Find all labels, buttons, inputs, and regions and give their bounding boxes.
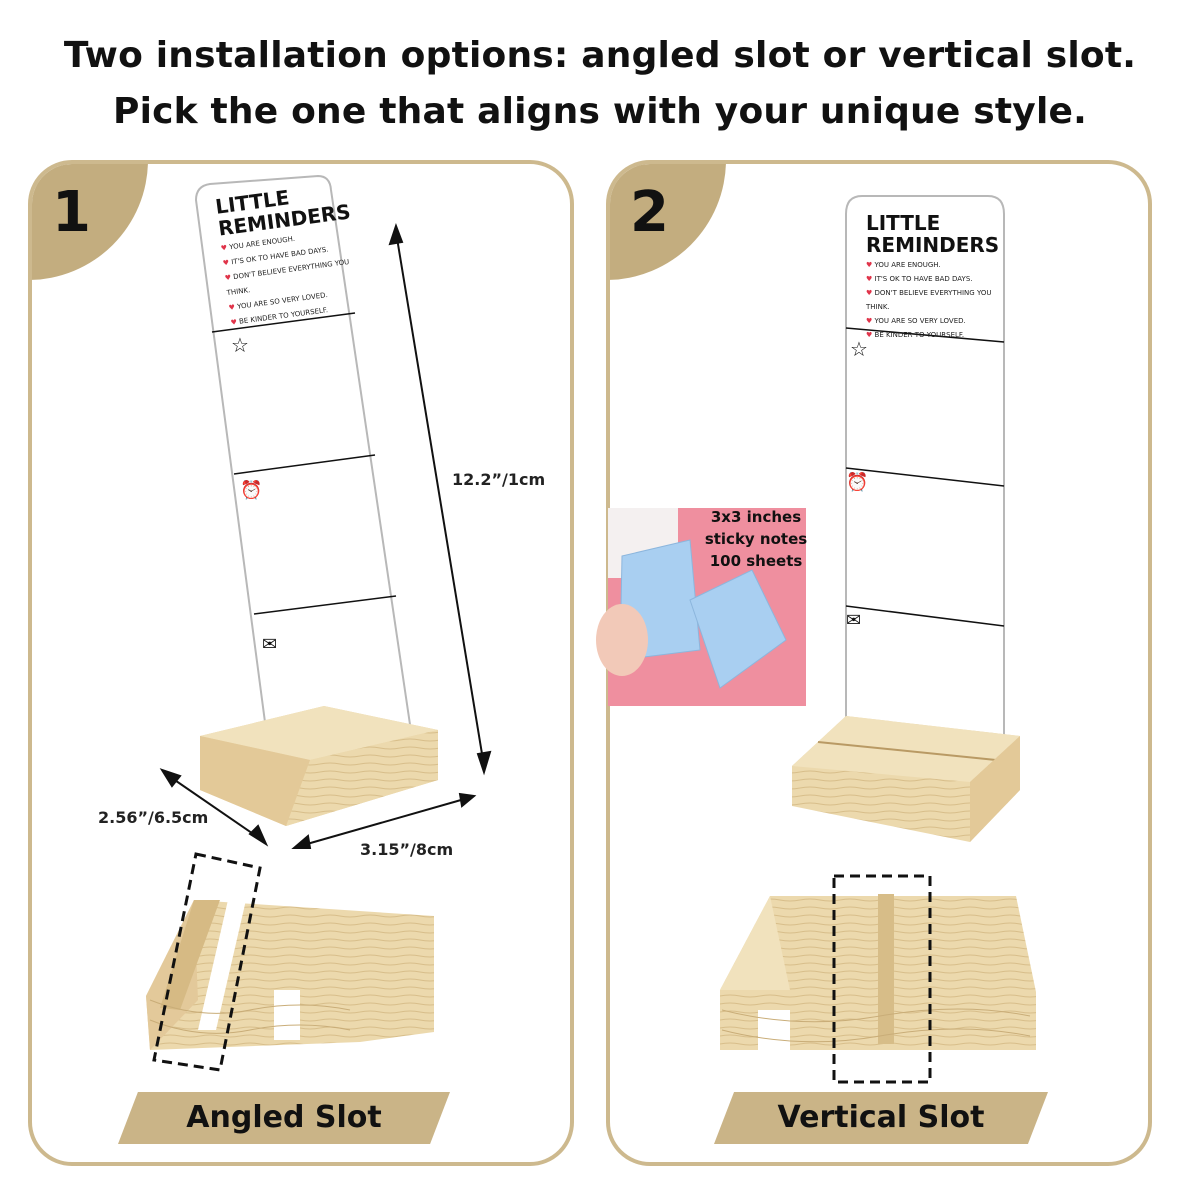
sign-title-line-1: LITTLE <box>866 211 941 235</box>
reminder-item: ♥ YOU ARE ENOUGH. <box>866 261 941 269</box>
sign-title: LITTLE REMINDERS <box>866 212 1000 256</box>
vertical-sign: ☆ ⏰ ✉ <box>845 195 1005 747</box>
reminder-item: ♥ IT'S OK TO HAVE BAD DAYS. <box>866 275 973 283</box>
divider-line <box>845 467 1005 487</box>
divider-line <box>233 454 376 475</box>
banner-label: Vertical Slot <box>777 1100 985 1135</box>
headline: Two installation options: angled slot or… <box>0 28 1200 140</box>
option-number: 2 <box>630 180 669 245</box>
angled-sign: ☆ ⏰ ✉ <box>194 174 414 762</box>
vertical-slot-closeup <box>720 874 1036 1084</box>
headline-line-1: Two installation options: angled slot or… <box>63 35 1137 76</box>
star-icon: ☆ <box>850 337 868 361</box>
width-dimension-label: 3.15”/8cm <box>360 840 454 859</box>
divider-line <box>211 312 356 333</box>
wood-base-vertical <box>792 716 1020 842</box>
banner-label: Angled Slot <box>186 1100 382 1135</box>
vertical-slot-highlight <box>832 874 932 1084</box>
sticky-notes-label: 3x3 inches sticky notes 100 sheets <box>704 506 808 572</box>
sign-text-vertical: LITTLE REMINDERS ♥ YOU ARE ENOUGH. ♥ IT'… <box>866 212 1000 342</box>
depth-dimension-label: 2.56”/6.5cm <box>98 808 209 827</box>
alarm-clock-icon: ⏰ <box>240 479 262 501</box>
reminder-list: ♥ YOU ARE ENOUGH. ♥ IT'S OK TO HAVE BAD … <box>866 258 1000 342</box>
reminder-item: ♥ BE KINDER TO YOURSELF. <box>866 331 965 339</box>
divider-line <box>845 327 1005 343</box>
headline-line-2: Pick the one that aligns with your uniqu… <box>112 91 1087 132</box>
sticky-notes-photo <box>596 508 806 706</box>
angled-slot-closeup <box>146 852 434 1072</box>
reminder-item: ♥ YOU ARE SO VERY LOVED. <box>866 317 966 325</box>
acrylic-sign-angled <box>194 174 414 762</box>
height-dimension-label: 12.2”/1cm <box>452 470 546 489</box>
dimension-arrows <box>159 223 492 849</box>
divider-line <box>253 595 397 615</box>
sign-title-line-2: REMINDERS <box>866 233 1000 257</box>
angled-slot-highlight <box>152 852 262 1072</box>
envelope-icon: ✉ <box>846 610 861 631</box>
angled-slot-banner: Angled Slot <box>118 1092 450 1144</box>
acrylic-sign-vertical <box>845 195 1005 747</box>
star-icon: ☆ <box>231 333 249 357</box>
wood-base-angled <box>200 706 438 826</box>
reminder-item: ♥ DON'T BELIEVE EVERYTHING YOU THINK. <box>866 289 992 311</box>
sticky-notes-type: sticky notes <box>704 530 808 548</box>
sticky-notes-count: 100 sheets <box>709 552 803 570</box>
divider-line <box>845 605 1005 627</box>
alarm-clock-icon: ⏰ <box>846 471 868 493</box>
sign-text-angled: LITTLE REMINDERS ♥ YOU ARE ENOUGH. ♥ IT'… <box>214 176 380 330</box>
option-number: 1 <box>52 180 91 245</box>
vertical-slot-banner: Vertical Slot <box>714 1092 1048 1144</box>
envelope-icon: ✉ <box>262 634 277 655</box>
sticky-notes-size: 3x3 inches <box>710 508 802 526</box>
